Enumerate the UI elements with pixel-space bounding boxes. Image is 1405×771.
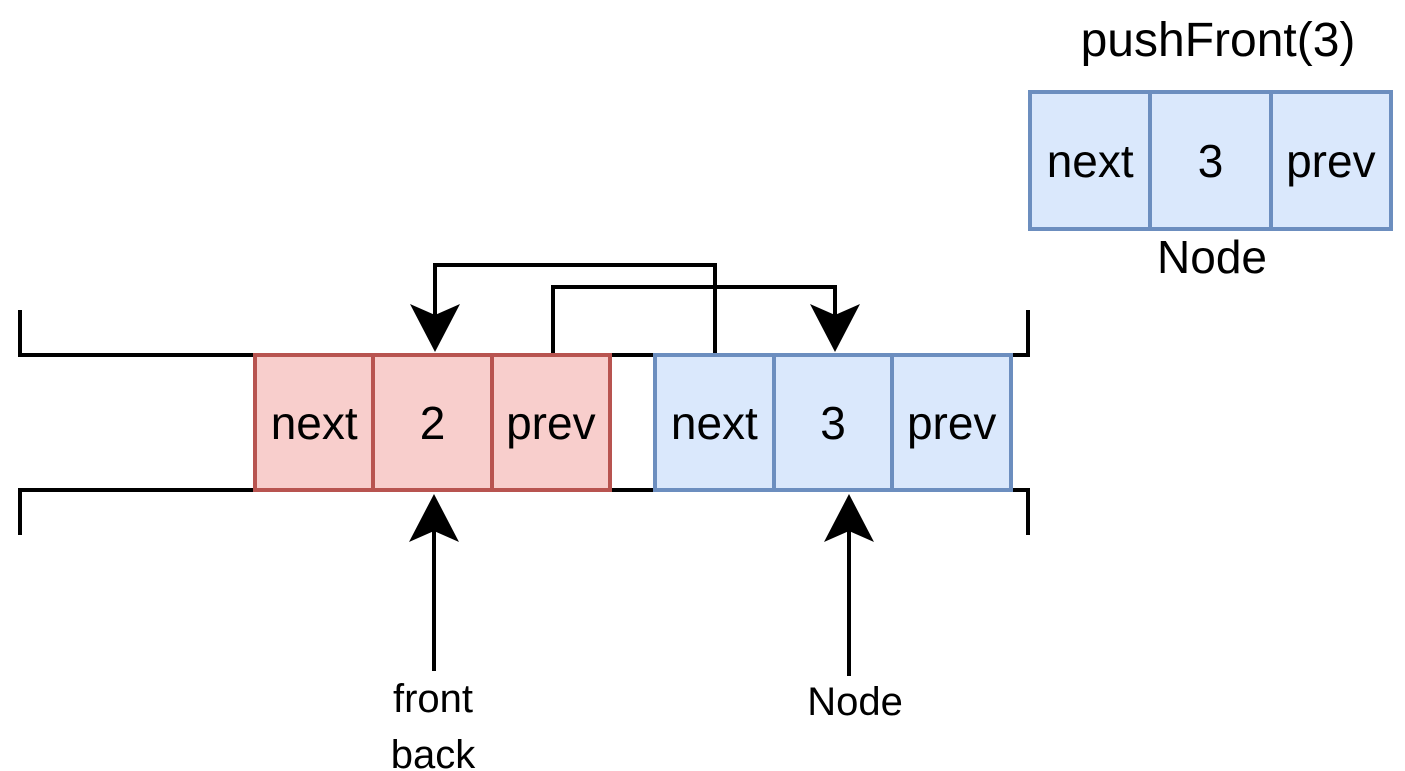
- detail-value-cell: 3: [1148, 94, 1268, 227]
- blue-next-cell: next: [670, 396, 758, 449]
- node-pointer-label: Node: [807, 680, 903, 724]
- blue-value-cell: 3: [771, 357, 891, 488]
- new-front-node: next 3 prev: [653, 353, 1013, 492]
- back-pointer-label: back: [390, 733, 476, 771]
- operation-title: pushFront(3): [1080, 14, 1356, 67]
- new-node-detail: next 3 prev: [1028, 90, 1393, 231]
- red-value-cell: 2: [371, 357, 489, 488]
- detail-next-cell: next: [1046, 134, 1134, 187]
- blue-prev-cell: prev: [890, 357, 1009, 488]
- red-next-cell: next: [270, 396, 358, 449]
- next-pointer-arrow: [410, 263, 717, 353]
- prev-pointer-arrow: [551, 285, 860, 353]
- red-prev-cell: prev: [489, 357, 608, 488]
- front-pointer-label: front: [392, 677, 474, 721]
- front-back-node: next 2 prev: [253, 353, 612, 492]
- detail-prev-cell: prev: [1268, 94, 1389, 227]
- new-node-caption: Node: [1157, 231, 1267, 283]
